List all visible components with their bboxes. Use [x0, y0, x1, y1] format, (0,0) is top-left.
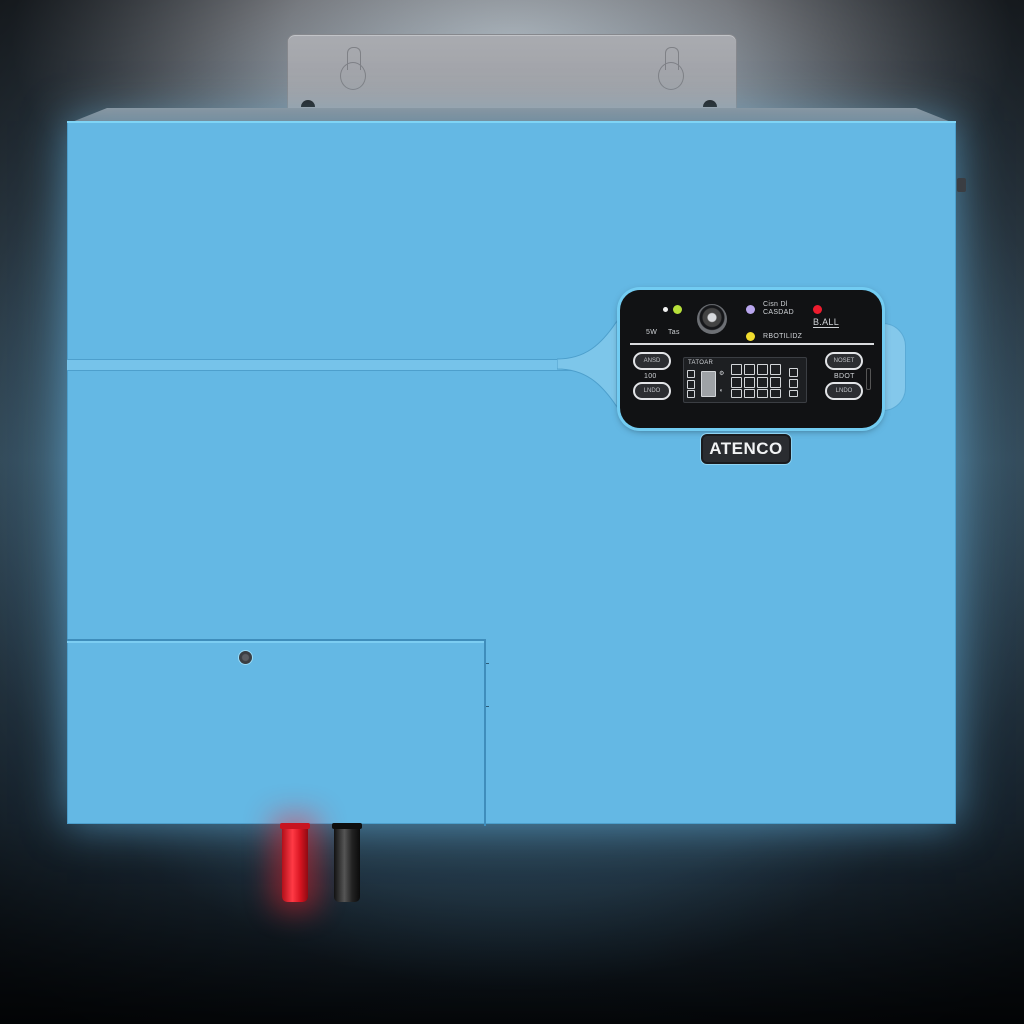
- bracket-screw-right: [703, 100, 717, 107]
- access-hatch[interactable]: [67, 639, 486, 826]
- panel-side-lobe: [883, 323, 906, 411]
- label-left-mid: 100: [644, 373, 657, 380]
- button-right-bottom[interactable]: LNDO: [825, 382, 863, 400]
- mounting-bracket: [287, 34, 737, 115]
- button-left-top[interactable]: ANSD: [633, 352, 671, 370]
- seam-flare: [557, 320, 617, 408]
- label-red: B.ALL: [813, 317, 840, 328]
- enclosure: 5W Tas Cisn Dl CASDAD B.ALL RBOTILIDZ AN…: [67, 121, 966, 826]
- brand-badge: ATENCO: [701, 434, 791, 464]
- led-purple: [746, 305, 755, 314]
- cable-positive-red: [280, 823, 310, 902]
- keyhole-right: [658, 47, 684, 95]
- label-purple-1: Cisn Dl: [763, 301, 788, 308]
- led-white: [663, 307, 668, 312]
- led-green: [673, 305, 682, 314]
- key-switch[interactable]: [697, 304, 727, 334]
- lcd-display: TATOAR ⚙ ◖: [683, 357, 807, 403]
- cable-negative-black: [332, 823, 362, 902]
- keyhole-left: [340, 47, 366, 95]
- side-latch: [957, 178, 966, 192]
- display-title: TATOAR: [688, 360, 714, 366]
- led-yellow: [746, 332, 755, 341]
- led-red: [813, 305, 822, 314]
- label-yellow: RBOTILIDZ: [763, 333, 803, 340]
- label-right-mid: BDOT: [834, 373, 855, 380]
- battery-gauge: [701, 371, 716, 397]
- control-panel: 5W Tas Cisn Dl CASDAD B.ALL RBOTILIDZ AN…: [620, 290, 882, 428]
- label-purple-2: CASDAD: [763, 309, 794, 316]
- button-left-bottom[interactable]: LNDO: [633, 382, 671, 400]
- label-tas: Tas: [668, 329, 680, 336]
- button-right-top[interactable]: NOSET: [825, 352, 863, 370]
- panel-divider: [630, 343, 874, 345]
- hatch-screw: [239, 651, 252, 664]
- panel-slot: [866, 368, 871, 390]
- panel-seam: [67, 359, 615, 371]
- label-5w: 5W: [646, 329, 658, 336]
- bracket-screw-left: [301, 100, 315, 107]
